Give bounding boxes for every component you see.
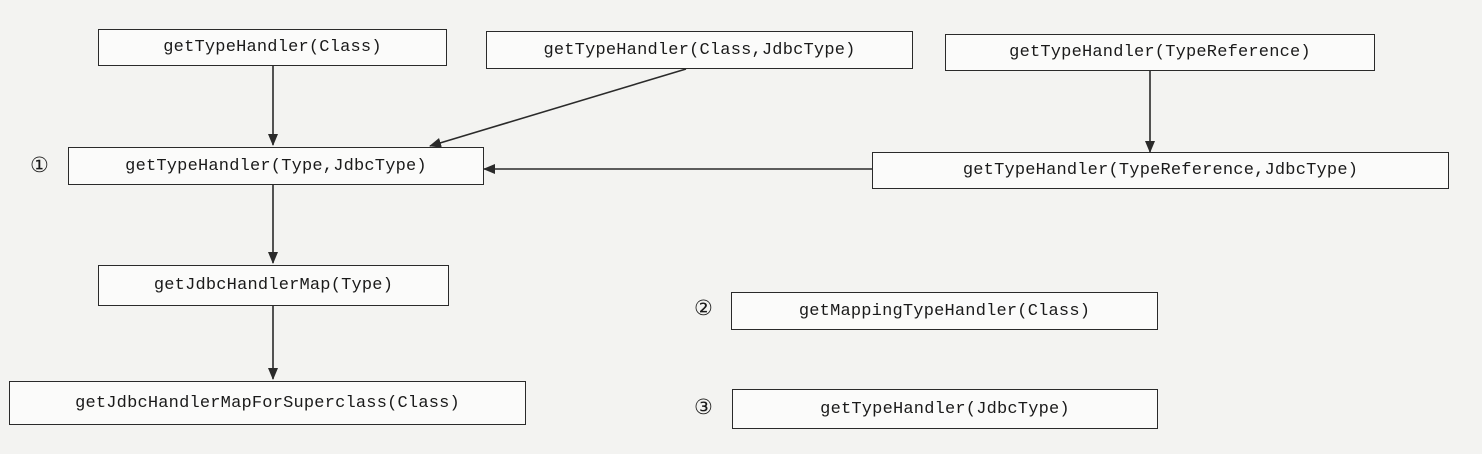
node-get-type-handler-type-jdbctype: getTypeHandler(Type,JdbcType) [68,147,484,185]
node-get-jdbc-handler-map-for-superclass: getJdbcHandlerMapForSuperclass(Class) [9,381,526,425]
arrow-class-jdbc-to-type-jdbc [429,68,687,148]
marker-3: ③ [694,395,713,419]
marker-2: ② [694,296,713,320]
node-get-mapping-type-handler: getMappingTypeHandler(Class) [731,292,1158,330]
node-get-type-handler-jdbctype: getTypeHandler(JdbcType) [732,389,1158,429]
node-get-type-handler-class-jdbctype: getTypeHandler(Class,JdbcType) [486,31,913,69]
node-get-type-handler-typereference-jdbctype: getTypeHandler(TypeReference,JdbcType) [872,152,1449,189]
marker-1: ① [30,153,49,177]
node-get-jdbc-handler-map: getJdbcHandlerMap(Type) [98,265,449,306]
node-get-type-handler-typereference: getTypeHandler(TypeReference) [945,34,1375,71]
node-get-type-handler-class: getTypeHandler(Class) [98,29,447,66]
